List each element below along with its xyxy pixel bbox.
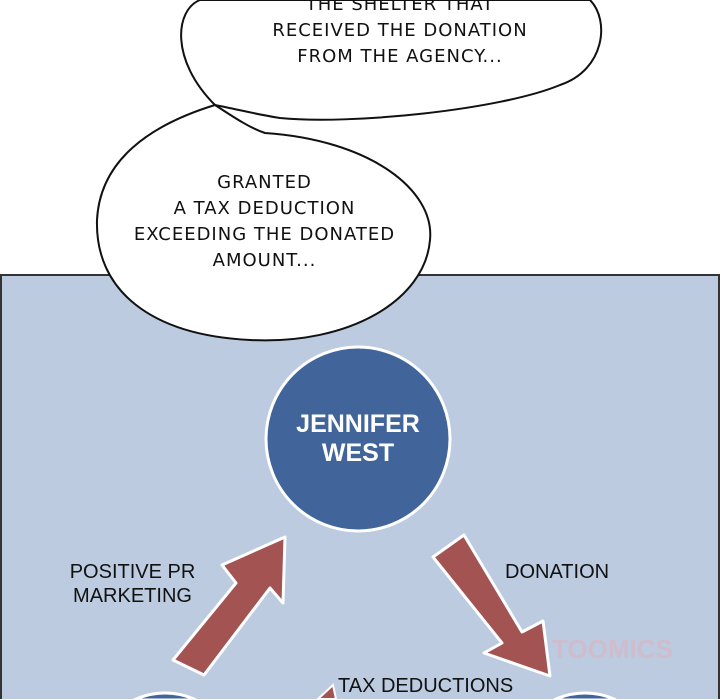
- speech-bubble-top: [180, 0, 603, 121]
- bubble-line: A TAX DEDUCTION: [173, 198, 356, 219]
- arrow-donation: [431, 533, 552, 678]
- arrow-tax-deductions: [315, 683, 338, 700]
- bubble-top-text: THE SHELTER THAT RECEIVED THE DONATION F…: [215, 0, 585, 70]
- node-label: JENNIFER WEST: [268, 410, 448, 468]
- label-line: POSITIVE PR: [69, 561, 196, 583]
- node-label-line: JENNIFER: [296, 410, 420, 438]
- label-pr-marketing: POSITIVE PR MARKETING: [60, 560, 205, 608]
- bubble-line: THE SHELTER THAT: [305, 0, 495, 15]
- node-jennifer-west: [264, 345, 452, 533]
- bubble-line: EXCEEDING THE DONATED: [133, 224, 396, 245]
- label-donation: DONATION: [505, 561, 610, 583]
- bubble-line: RECEIVED THE DONATION: [272, 20, 528, 41]
- bubble-line: FROM THE AGENCY...: [297, 46, 503, 67]
- bubble-line: GRANTED: [217, 172, 312, 193]
- speech-bubble-bottom: [95, 103, 432, 342]
- bubble-bottom-text: GRANTED A TAX DEDUCTION EXCEEDING THE DO…: [112, 170, 417, 274]
- arrow-pr-marketing: [171, 535, 287, 677]
- label-line: MARKETING: [73, 585, 192, 607]
- label-tax-deductions: TAX DEDUCTIONS: [338, 675, 514, 697]
- bubble-line: AMOUNT...: [212, 250, 317, 271]
- watermark: TOOMICS: [552, 634, 673, 664]
- node-label-line: WEST: [321, 439, 395, 467]
